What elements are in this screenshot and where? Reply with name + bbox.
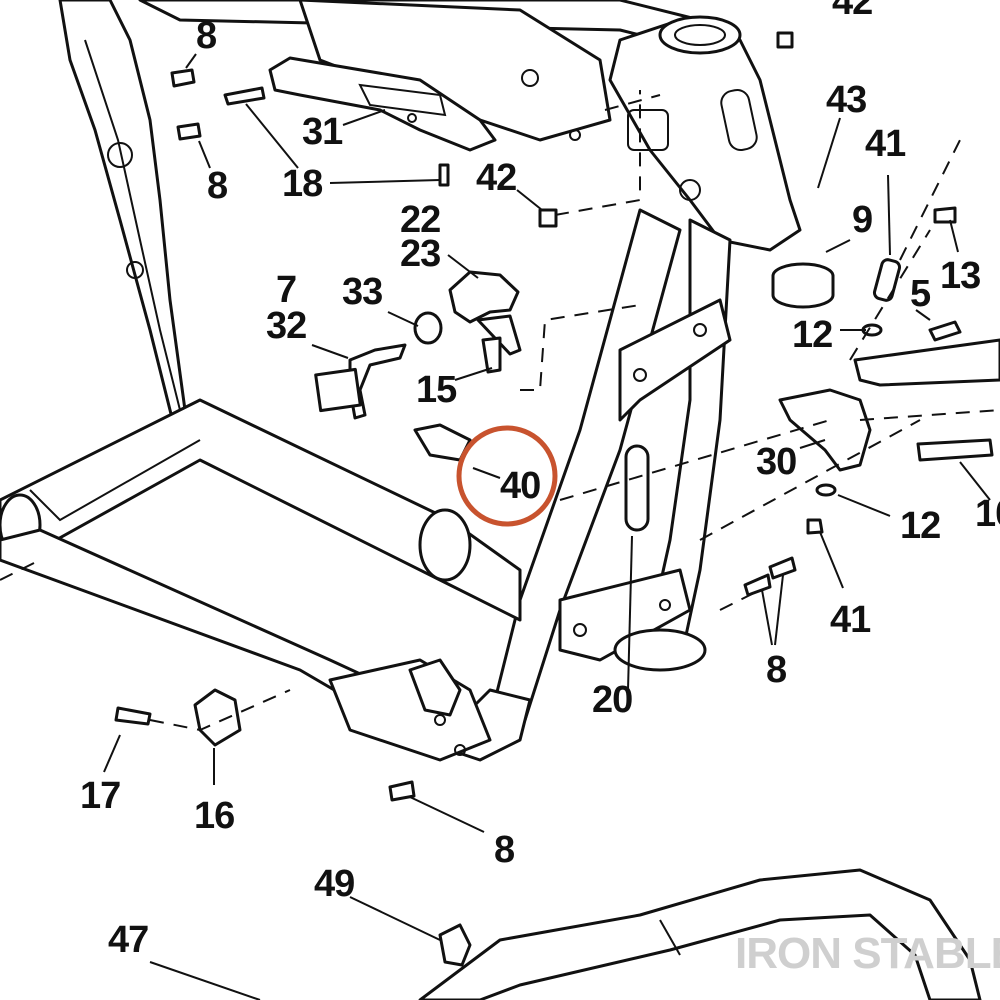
callout-42-top: 42 xyxy=(832,0,872,23)
callout-31: 31 xyxy=(302,111,343,153)
callout-49: 49 xyxy=(314,863,354,905)
callout-42-mid: 42 xyxy=(476,157,516,199)
callout-33: 33 xyxy=(342,271,382,313)
callout-40: 40 xyxy=(500,465,540,507)
callout-22: 22 xyxy=(400,199,440,241)
callout-8-mid: 8 xyxy=(207,165,227,207)
callout-8-top: 8 xyxy=(196,15,216,57)
callout-10: 10 xyxy=(975,493,1000,535)
small-parts xyxy=(114,31,1000,967)
callout-8-bottom: 8 xyxy=(494,829,514,871)
callout-8-right: 8 xyxy=(766,649,786,691)
callout-20: 20 xyxy=(592,679,632,721)
callout-43: 43 xyxy=(826,79,866,121)
callout-12-bottom: 12 xyxy=(900,505,940,547)
callout-5: 5 xyxy=(910,273,931,315)
callout-41-bottom: 41 xyxy=(830,599,871,641)
callout-41-top: 41 xyxy=(865,123,906,165)
callout-16: 16 xyxy=(194,795,234,837)
leader-lines xyxy=(0,53,1000,1000)
callout-23: 23 xyxy=(400,233,440,275)
callout-18: 18 xyxy=(282,163,322,205)
callout-47: 47 xyxy=(108,919,148,961)
callout-15: 15 xyxy=(416,369,457,411)
callout-30: 30 xyxy=(756,441,796,483)
callout-17: 17 xyxy=(80,775,120,817)
watermark: IRON STABLE xyxy=(735,929,1000,978)
callout-12-top: 12 xyxy=(792,314,832,356)
callout-32: 32 xyxy=(266,305,306,347)
highlight-circle xyxy=(456,425,558,527)
callout-9: 9 xyxy=(852,199,872,241)
callout-13: 13 xyxy=(940,255,980,297)
callout-labels: 42 8 43 31 41 18 8 42 9 22 23 13 7 33 5 … xyxy=(80,0,1000,961)
callout-7: 7 xyxy=(276,269,296,311)
